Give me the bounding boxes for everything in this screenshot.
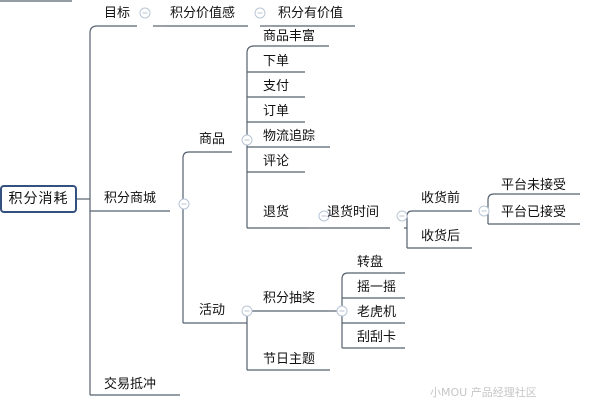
root-node[interactable]: 积分消耗 <box>0 185 77 213</box>
collapse-toggle-icon[interactable] <box>241 305 253 317</box>
node-goal-value[interactable]: 积分有价值 <box>278 6 344 21</box>
node-platform-not-accept[interactable]: 平台未接受 <box>501 178 567 193</box>
watermark-text: 小MOU 产品经理社区 <box>430 386 537 399</box>
node-lottery-item[interactable]: 摇一摇 <box>357 280 397 295</box>
collapse-toggle-icon[interactable] <box>254 7 266 19</box>
node-platform-accepted[interactable]: 平台已接受 <box>501 205 567 220</box>
node-lottery[interactable]: 积分抽奖 <box>263 291 316 306</box>
collapse-toggle-icon[interactable] <box>241 134 253 146</box>
node-mall[interactable]: 积分商城 <box>104 191 157 206</box>
node-goods-item[interactable]: 评论 <box>263 154 290 169</box>
node-festival[interactable]: 节日主题 <box>263 352 316 367</box>
collapse-toggle-icon[interactable] <box>478 205 490 217</box>
node-goal[interactable]: 目标 <box>104 6 131 21</box>
node-goods-item[interactable]: 支付 <box>263 79 290 94</box>
node-trade-offset[interactable]: 交易抵冲 <box>104 377 157 392</box>
collapse-toggle-icon[interactable] <box>336 305 348 317</box>
node-lottery-item[interactable]: 转盘 <box>357 255 384 270</box>
collapse-toggle-icon[interactable] <box>396 210 408 222</box>
node-activity[interactable]: 活动 <box>199 303 226 318</box>
node-goods-item[interactable]: 商品丰富 <box>263 29 316 44</box>
node-after-receipt[interactable]: 收货后 <box>421 229 461 244</box>
node-goods[interactable]: 商品 <box>199 132 226 147</box>
node-goods-item[interactable]: 订单 <box>263 104 290 119</box>
node-goal-sense[interactable]: 积分价值感 <box>170 6 236 21</box>
node-lottery-item[interactable]: 老虎机 <box>357 305 397 320</box>
collapse-toggle-icon[interactable] <box>318 210 330 222</box>
node-goods-item[interactable]: 下单 <box>263 54 290 69</box>
node-return[interactable]: 退货 <box>263 205 290 220</box>
node-goods-item[interactable]: 物流追踪 <box>263 129 316 144</box>
collapse-toggle-icon[interactable] <box>178 198 190 210</box>
node-lottery-item[interactable]: 刮刮卡 <box>357 330 397 345</box>
collapse-toggle-icon[interactable] <box>139 7 151 19</box>
node-return-time[interactable]: 退货时间 <box>327 205 380 220</box>
node-before-receipt[interactable]: 收货前 <box>421 191 461 206</box>
